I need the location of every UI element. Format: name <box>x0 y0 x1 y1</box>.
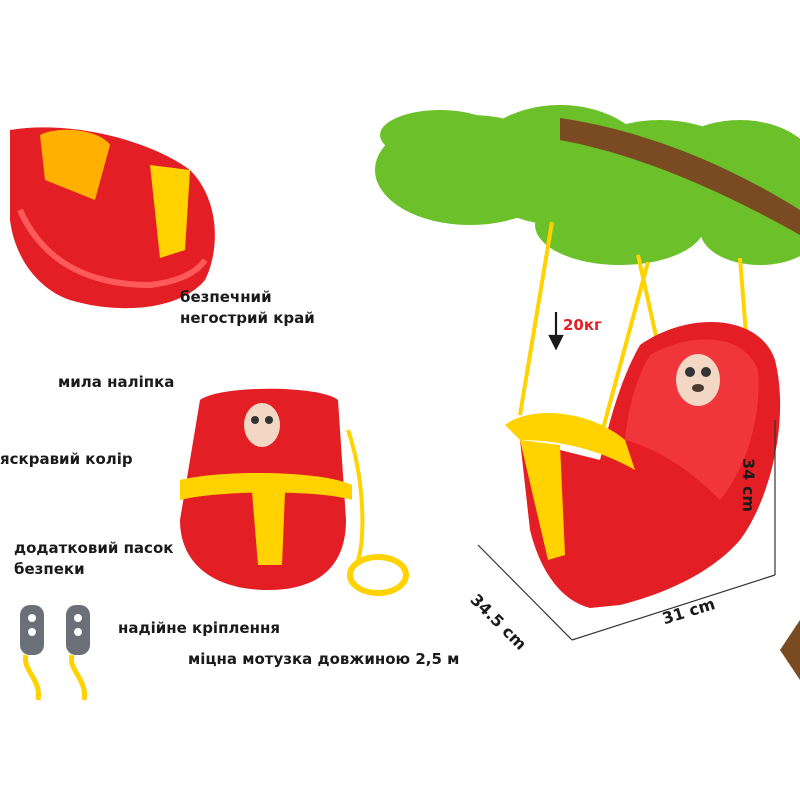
max-load-label: 20кг <box>563 316 602 334</box>
swing-ropes <box>518 221 750 441</box>
dimension-height: 34 cm <box>739 458 758 512</box>
label-cute-sticker: мила наліпка <box>58 373 175 391</box>
label-safe-edge: безпечний негострий край <box>180 287 315 329</box>
label-safety-belt-line1: додатковий пасок <box>14 539 174 557</box>
main-swing-seat <box>505 322 781 608</box>
closeup-seat-edge <box>10 127 215 309</box>
label-safe-edge-line2: негострий край <box>180 309 315 327</box>
tree-branch <box>560 118 800 235</box>
dimension-lines <box>477 420 776 641</box>
label-bright-color: яскравий колір <box>0 450 133 468</box>
label-safety-belt: додатковий пасок безпеки <box>14 538 173 580</box>
weight-arrow <box>548 312 564 351</box>
label-strong-rope: міцна мотузка довжиною 2,5 м <box>188 650 460 668</box>
front-view-seat <box>180 388 409 596</box>
label-safety-belt-line2: безпеки <box>14 560 85 578</box>
label-reliable-mount: надійне кріплення <box>118 619 280 637</box>
mount-pieces <box>20 605 90 701</box>
label-safe-edge-line1: безпечний <box>180 288 272 306</box>
